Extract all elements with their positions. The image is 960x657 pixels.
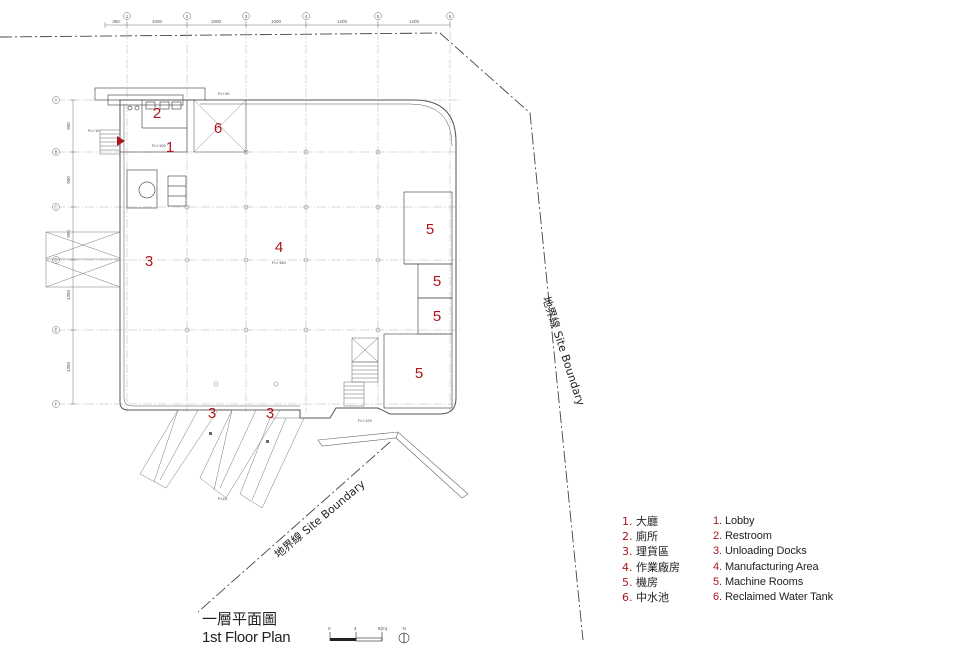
room-number-machine-1: 5 — [426, 221, 434, 238]
entrance-arrow-icon — [117, 136, 125, 146]
site-boundary-label-bottom: 地界線 Site Boundary — [271, 477, 368, 561]
grid-row-label: B — [54, 150, 57, 155]
grid-col-label: 2 — [186, 14, 189, 19]
room-number-machine-2: 5 — [433, 273, 441, 290]
floor-level-lobby: FL+100 — [152, 143, 166, 148]
scale-label-0: 0 — [328, 626, 331, 631]
room-number-restroom: 2 — [153, 105, 161, 122]
legend-item: 4. 作業廠房 — [622, 560, 680, 574]
column-dimension-labels: 350 1000 1000 1000 1200 1200 — [112, 19, 419, 24]
legend-item: 4. Manufacturing Area — [713, 560, 819, 573]
bottom-loading-docks — [139, 409, 305, 509]
room-number-machine-3: 5 — [433, 308, 441, 325]
floor-level-dock: FL+125 — [358, 418, 372, 423]
site-boundary-lines — [0, 32, 584, 641]
room-number-dock-bottom-2: 3 — [266, 405, 274, 422]
machine-rooms — [383, 191, 453, 409]
room-number-dock-bottom-1: 3 — [208, 405, 216, 422]
floor-level-top: FL+40 — [218, 91, 230, 96]
scale-bar: 0 4 8(m) — [328, 626, 388, 642]
structural-grid — [56, 16, 462, 412]
left-dimension-line — [70, 99, 76, 405]
floor-level-manufacturing: FL+150 — [272, 260, 286, 265]
legend-item: 6. Reclaimed Water Tank — [713, 591, 833, 604]
legend-item: 1. 大廳 — [622, 515, 658, 528]
legend-chinese: 1. 大廳 2. 廁所 3. 理貨區 4. 作業廠房 5. 機房 6. 中水池 — [622, 514, 680, 605]
north-arrow-icon: N — [398, 626, 410, 644]
dimension-label: 900 — [66, 230, 71, 238]
dimension-label: 900 — [66, 122, 71, 130]
room-number-machine-4: 5 — [415, 365, 423, 382]
scale-label-8: 8(m) — [378, 626, 388, 631]
legend-item: 2. Restroom — [713, 530, 772, 543]
top-dimension-line — [104, 22, 451, 28]
title-english: 1st Floor Plan — [202, 629, 291, 646]
legend-item: 3. 理貨區 — [622, 545, 669, 559]
left-canopies — [45, 231, 121, 288]
floor-level-markers: FL+100 FL+150 FL+125 FL±0 FL+40 FL+10 — [88, 91, 372, 501]
stair-core — [343, 337, 379, 407]
row-dimension-labels: 900 900 900 1350 1350 — [66, 122, 71, 372]
dimension-label: 1000 — [271, 19, 282, 24]
legend-item: 3. Unloading Docks — [713, 545, 807, 558]
legend-item: 5. Machine Rooms — [713, 575, 804, 588]
dimension-label: 1350 — [66, 361, 71, 372]
dimension-label: 1000 — [211, 19, 222, 24]
column-grid-labels: 1 2 3 4 5 6 — [126, 14, 452, 19]
room-number-lobby: 1 — [166, 139, 174, 156]
dimension-label: 1350 — [66, 289, 71, 300]
grid-row-label: C — [54, 205, 58, 210]
site-boundary-label-right: 地界線 Site Boundary — [540, 294, 589, 407]
floor-level-left: FL+10 — [88, 128, 100, 133]
right-ramp — [317, 431, 469, 499]
grid-row-label: E — [54, 328, 57, 333]
legend-item: 5. 機房 — [622, 575, 658, 589]
column-markers-bottom — [209, 432, 269, 443]
dimension-label: 350 — [112, 19, 120, 24]
room-number-dock-left: 3 — [145, 253, 153, 270]
building-outline — [119, 99, 457, 419]
row-grid-bubbles — [52, 96, 60, 408]
dimension-label: 1200 — [337, 19, 348, 24]
grid-col-label: 1 — [126, 14, 129, 19]
legend-item: 6. 中水池 — [622, 591, 669, 605]
grid-col-label: 4 — [305, 14, 308, 19]
room-number-manufacturing: 4 — [275, 239, 283, 256]
plan-title: 一層平面圖 1st Floor Plan — [202, 610, 291, 647]
structural-columns — [184, 149, 381, 387]
grid-col-label: 3 — [245, 14, 248, 19]
row-grid-labels: A B C D E F — [54, 98, 58, 407]
room-numbers: 1 2 3 3 3 4 5 5 5 5 6 — [145, 105, 441, 422]
grid-col-label: 5 — [377, 14, 380, 19]
floor-level-outdoor: FL±0 — [218, 496, 228, 501]
column-grid-bubbles — [123, 12, 454, 20]
lobby-restroom-zone — [94, 87, 206, 209]
legend-item: 1. Lobby — [713, 515, 755, 527]
dimension-label: 1000 — [152, 19, 163, 24]
grid-row-label: D — [54, 258, 58, 263]
grid-col-label: 6 — [449, 14, 452, 19]
water-tank-room — [193, 99, 247, 153]
grid-row-label: F — [55, 402, 58, 407]
dimension-label: 900 — [66, 176, 71, 184]
title-chinese: 一層平面圖 — [202, 610, 278, 628]
legend-english: 1. Lobby 2. Restroom 3. Unloading Docks … — [713, 514, 833, 605]
north-label: N — [403, 626, 406, 631]
grid-row-label: A — [54, 98, 57, 103]
dimension-label: 1200 — [409, 19, 420, 24]
room-number-water-tank: 6 — [214, 120, 222, 137]
legend-item: 2. 廁所 — [622, 530, 658, 544]
scale-label-4: 4 — [354, 626, 357, 631]
